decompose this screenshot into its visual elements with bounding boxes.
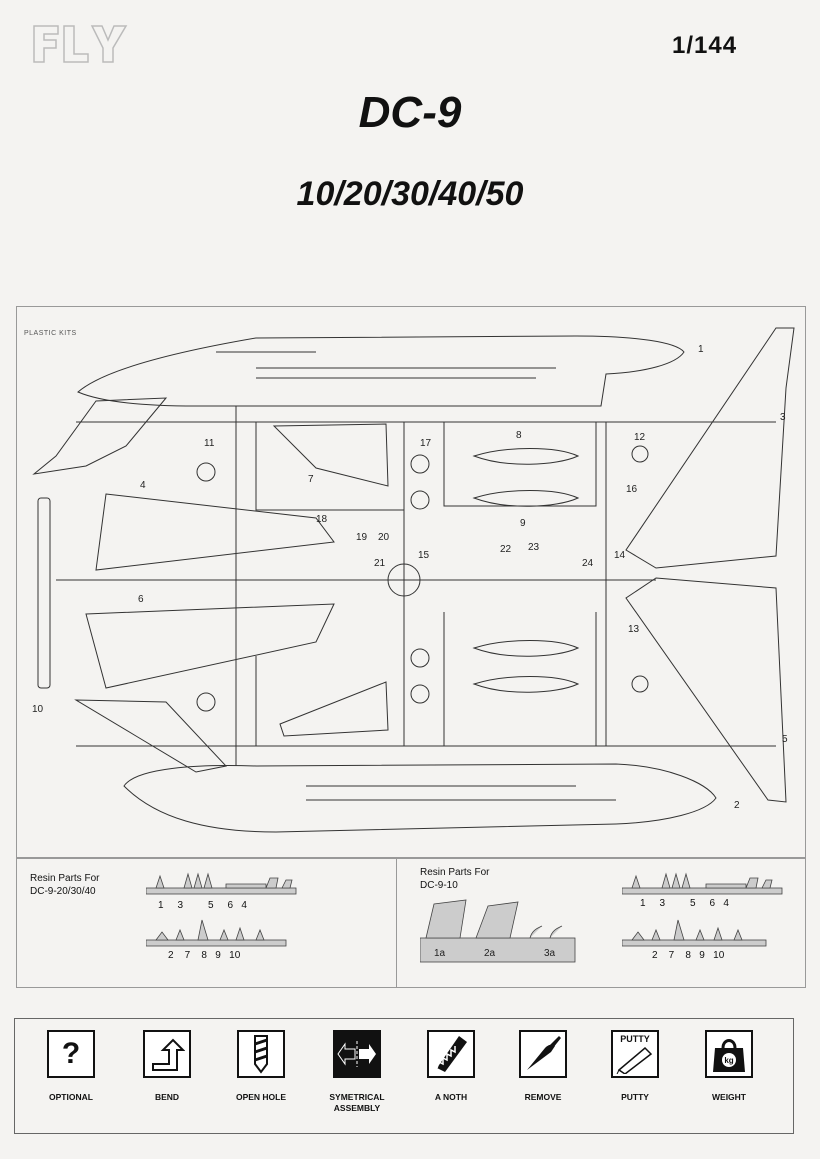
legend-weight: kg WEIGHT [686,1030,772,1103]
part-number: 2 [734,800,740,811]
bend-arrow-icon [143,1030,191,1078]
part-number: 24 [582,558,594,569]
part-number: 20 [378,532,390,543]
resin-part-label: 1a [434,948,446,959]
plastic-kits-label: PLASTIC KITS [24,330,77,337]
legend-label: PUTTY [621,1092,649,1102]
resin-title-line: Resin Parts For [30,873,100,884]
tail-upper [32,397,168,475]
fuselage-upper [77,335,685,407]
scale-label: 1/144 [672,32,738,59]
legend-label: A NOTH [434,1092,468,1102]
wing-right [625,327,795,569]
part-number: 6 [138,594,144,605]
fuselage-lower [123,763,717,833]
fly-logo [33,25,128,63]
knife-icon [519,1030,567,1078]
drill-icon [237,1030,285,1078]
legend-symmetrical-assembly: SYMETRICAL ASSEMBLY [314,1030,400,1114]
resin-title-line: DC-9-20/30/40 [30,886,96,897]
legend-label: OPTIONAL [49,1092,93,1102]
part-number: 8 [516,430,522,441]
resin-set-title: Resin Parts For DC-9-20/30/40 [30,872,99,898]
resin-parts-panel [16,858,806,988]
symbol-legend [14,1018,794,1134]
part-number: 16 [626,484,638,495]
legend-label: OPEN HOLE [235,1092,287,1102]
part-number: 13 [628,624,640,635]
part-number: 14 [614,550,626,561]
legend-putty: PUTTY PUTTY [592,1030,678,1103]
part-number: 18 [316,514,328,525]
putty-tube-icon: PUTTY [611,1030,659,1078]
resin-part-label: 2a [484,948,496,959]
legend-optional: ? OPTIONAL [28,1030,114,1103]
part-number: 17 [420,438,432,449]
wing-right-lower [625,577,787,803]
part-number: 10 [32,704,44,715]
part-number: 22 [500,544,512,555]
legend-remove: REMOVE [500,1030,586,1103]
resin-set-title: Resin Parts For DC-9-10 [420,866,489,892]
resin-part-numbers: 2 7 8 9 10 [652,950,725,961]
part-number: 15 [418,550,430,561]
question-mark-icon: ? [47,1030,95,1078]
legend-label: BEND [154,1092,180,1102]
resin-part-numbers: 1 3 5 6 4 [158,900,247,911]
resin-part-label: 3a [544,948,556,959]
resin-part-numbers: 1 3 5 6 4 [640,898,729,909]
tail-lower [74,699,227,773]
variants-subtitle: 10/20/30/40/50 [296,175,524,213]
part-number: 3 [780,412,786,423]
sprue-diagram [16,306,806,858]
weight-icon: kg [705,1030,753,1078]
part-number: 12 [634,432,646,443]
resin-10-parts-drawing [420,899,576,963]
saw-icon [427,1030,475,1078]
resin-parts-drawing [622,872,783,947]
resin-parts-drawing [146,872,297,947]
part-number: 9 [520,518,526,529]
legend-label: WEIGHT [712,1092,746,1102]
part-number: 19 [356,532,368,543]
part-number: 7 [308,474,314,485]
part-number: 1 [698,344,704,355]
wing-upper [95,493,335,571]
resin-part-numbers: 2 7 8 9 10 [168,950,241,961]
legend-label: SYMETRICAL ASSEMBLY [329,1092,385,1113]
part-number: 21 [374,558,386,569]
symmetry-arrows-icon [333,1030,381,1078]
legend-label: REMOVE [524,1092,562,1102]
wing-lower [85,603,335,689]
resin-title-line: Resin Parts For [420,867,490,878]
part-number: 23 [528,542,540,553]
legend-bend: BEND [124,1030,210,1103]
putty-text: PUTTY [620,1034,650,1044]
page-title: DC-9 [358,88,462,137]
kg-text: kg [724,1056,733,1065]
resin-divider [396,858,397,988]
sprue-frame [56,406,776,766]
legend-open-hole: OPEN HOLE [218,1030,304,1103]
part-number: 11 [204,438,215,449]
legend-notch: A NOTH [408,1030,494,1103]
part-number: 4 [140,480,146,491]
resin-title-line: DC-9-10 [420,880,458,891]
part-number: 5 [782,734,788,745]
